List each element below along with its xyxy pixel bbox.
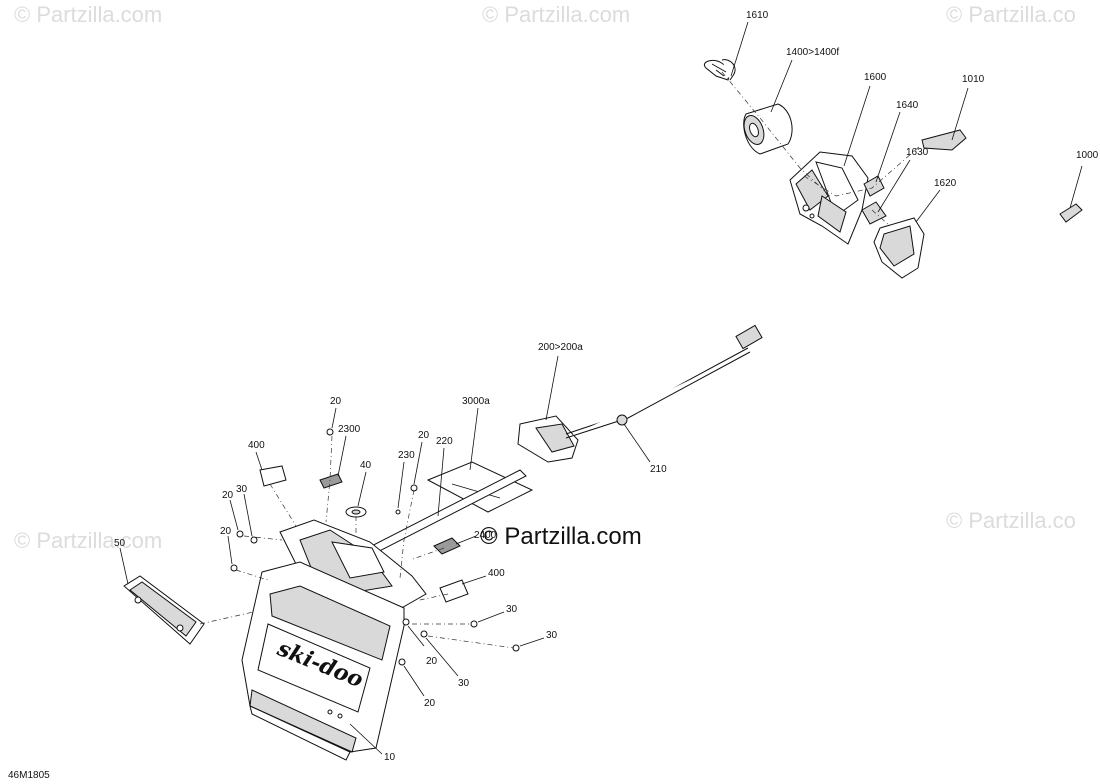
fasteners-left — [230, 530, 258, 572]
callout-200: 200>200a — [538, 342, 583, 353]
callout-1630: 1630 — [906, 147, 929, 158]
callout-1600: 1600 — [864, 72, 887, 83]
callout-1610: 1610 — [746, 10, 769, 21]
watermark-top-right: © Partzilla.co — [946, 2, 1076, 27]
part-1640 — [863, 175, 885, 197]
label-400-left — [259, 465, 287, 487]
housing-1600 — [789, 151, 869, 245]
watermark-top-left: © Partzilla.com — [14, 2, 162, 27]
callout-20c: 20 — [222, 490, 234, 501]
callout-2400: 2400 — [474, 530, 497, 541]
callout-210: 210 — [650, 464, 667, 475]
nut-210 — [616, 414, 628, 426]
callout-3000a: 3000a — [462, 396, 490, 407]
watermark-top-center: © Partzilla.com — [482, 2, 630, 27]
cylinder-1400 — [743, 103, 793, 155]
callout-400b: 400 — [488, 568, 505, 579]
callout-1400: 1400>1400f — [786, 47, 839, 58]
screw-20-top — [326, 428, 334, 436]
callout-50: 50 — [114, 538, 126, 549]
grille-2300 — [319, 473, 343, 489]
figure-code: 46M1805 — [8, 770, 50, 781]
callout-400a: 400 — [248, 440, 265, 451]
snow-flap-10: ski-doo — [241, 519, 427, 761]
callout-1000: 1000 — [1076, 150, 1099, 161]
callout-230: 230 — [398, 450, 415, 461]
callout-30a: 30 — [236, 484, 248, 495]
callout-20b: 20 — [418, 430, 430, 441]
decal-3000a — [426, 461, 534, 513]
callout-1640: 1640 — [896, 100, 919, 111]
label-1010 — [921, 129, 967, 151]
callout-2300: 2300 — [338, 424, 361, 435]
callout-20d: 20 — [220, 526, 232, 537]
part-1630 — [861, 201, 887, 225]
callout-40: 40 — [360, 460, 372, 471]
callout-30c: 30 — [546, 630, 558, 641]
callout-1620: 1620 — [934, 178, 957, 189]
watermark-mid-left: © Partzilla.com — [14, 528, 162, 553]
label-1000 — [1059, 203, 1083, 223]
cover-1620 — [873, 217, 925, 279]
callout-30d: 30 — [458, 678, 470, 689]
fasteners-right — [398, 618, 520, 666]
label-400-right — [439, 579, 469, 603]
bracket-50 — [123, 575, 205, 645]
callout-20a: 20 — [330, 396, 342, 407]
callout-220: 220 — [436, 436, 453, 447]
pin-230 — [395, 509, 401, 515]
grommet-40 — [345, 506, 367, 518]
callout-20e: 20 — [426, 656, 438, 667]
clip-1610 — [704, 59, 736, 81]
callout-20f: 20 — [424, 698, 436, 709]
center-watermark: © Partzilla.com — [480, 523, 642, 550]
watermark-mid-right: © Partzilla.co — [946, 508, 1076, 533]
light-wire-200 — [517, 324, 763, 463]
callout-10: 10 — [384, 752, 396, 763]
callout-1010: 1010 — [962, 74, 985, 85]
grille-2400 — [433, 537, 461, 555]
callout-30b: 30 — [506, 604, 518, 615]
